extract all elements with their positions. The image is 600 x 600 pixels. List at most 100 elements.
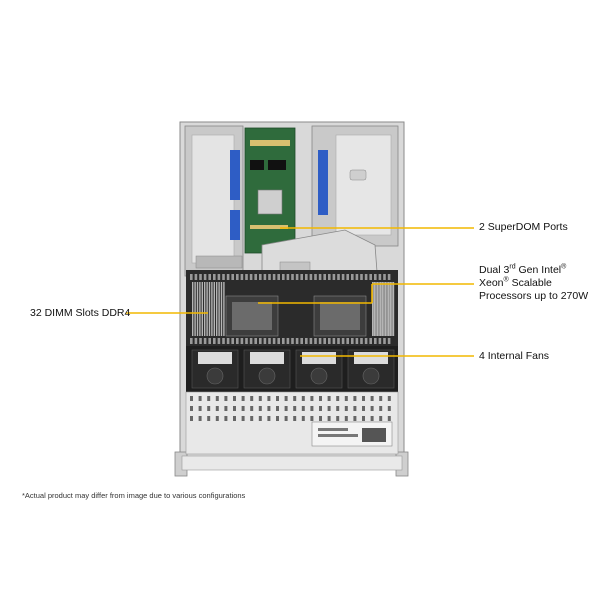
connector-pin — [233, 396, 236, 401]
cpu-line-2: Xeon® Scalable — [479, 276, 552, 290]
cpu-line-1: Dual 3rd Gen Intel® — [479, 263, 567, 277]
connector-pin — [276, 406, 279, 411]
connector-pin — [190, 416, 193, 421]
connector-pin — [258, 416, 262, 421]
connector-pin — [344, 406, 348, 411]
connector-pin — [310, 396, 314, 401]
dimm-slot — [240, 274, 244, 280]
connector-pin — [310, 406, 314, 411]
connector-pin — [224, 396, 228, 401]
connector-pin — [293, 416, 297, 421]
connector-pin — [224, 416, 228, 421]
connector-pin — [301, 416, 305, 421]
dimm-slot — [351, 338, 354, 344]
dimm-slot — [272, 338, 276, 344]
connector-pin — [190, 406, 193, 411]
dimm-slot — [272, 274, 276, 280]
left-riser-cage — [184, 125, 244, 277]
dimm-slot — [323, 274, 326, 280]
dimm-slot — [360, 338, 363, 344]
dimm-slot — [387, 338, 391, 344]
dimm-slot — [323, 338, 326, 344]
dimm-slot — [277, 274, 280, 280]
dimm-slot — [346, 274, 349, 280]
dimm-slot — [236, 274, 239, 280]
connector-pin — [198, 406, 202, 411]
connector-pin — [267, 396, 271, 401]
dimm-slot — [259, 274, 262, 280]
connector-pin — [387, 416, 391, 421]
dimm-module — [206, 282, 208, 336]
dimm-slot — [337, 274, 340, 280]
dimm-slot — [263, 338, 267, 344]
dimm-slot — [378, 274, 382, 280]
dimm-slot — [286, 338, 290, 344]
dimm-module — [376, 282, 379, 336]
dimm-slot — [213, 338, 216, 344]
dimm-slot — [208, 274, 211, 280]
connector-pin — [284, 396, 288, 401]
connector-pin — [276, 396, 279, 401]
dimm-slot — [240, 338, 244, 344]
connector-pin — [215, 416, 219, 421]
dimm-slot — [374, 274, 377, 280]
connector-pin — [301, 396, 305, 401]
connector-pin — [293, 406, 297, 411]
internal-fan — [243, 349, 291, 389]
dimm-slot — [309, 338, 313, 344]
dimm-slot — [369, 338, 372, 344]
dimm-module — [216, 282, 218, 336]
dimm-slot — [203, 274, 207, 280]
dimm-slot — [263, 274, 267, 280]
dimm-slot — [374, 338, 377, 344]
cpu-line-3: Processors up to 270W — [479, 290, 589, 302]
connector-pin — [362, 406, 365, 411]
connector-pin — [258, 396, 262, 401]
dimm-module — [391, 282, 393, 336]
dimm-module — [392, 282, 395, 336]
connector-pin — [241, 406, 245, 411]
dimm-slot — [295, 274, 299, 280]
dimm-slot — [314, 274, 317, 280]
dimm-slot — [222, 338, 225, 344]
dimm-module — [194, 282, 196, 336]
dimm-module — [196, 282, 199, 336]
connector-pin — [284, 416, 288, 421]
connector-pin — [267, 406, 271, 411]
dimm-slot — [341, 274, 345, 280]
connector-pin — [379, 396, 383, 401]
callout-lines — [126, 227, 474, 357]
dimm-module — [208, 282, 211, 336]
connector-pin — [370, 396, 374, 401]
dimm-slot — [199, 274, 202, 280]
dimm-slot — [231, 338, 234, 344]
dimm-slot — [387, 274, 391, 280]
dimm-slot — [286, 274, 290, 280]
connector-pin — [233, 406, 236, 411]
dimm-slot — [328, 274, 331, 280]
dimm-slot — [203, 338, 207, 344]
connector-pin — [284, 406, 288, 411]
drive-bay-area — [185, 391, 399, 455]
dimm-slot — [208, 338, 211, 344]
dimm-module — [199, 282, 201, 336]
connector-pin — [319, 416, 322, 421]
connector-pin — [336, 396, 340, 401]
dimm-slot — [355, 274, 359, 280]
connector-pin — [293, 396, 297, 401]
dimm-slot — [190, 274, 193, 280]
dimm-slot — [199, 338, 202, 344]
dimm-slot — [226, 338, 230, 344]
dimm-module — [384, 282, 387, 336]
dimm-slot — [194, 338, 198, 344]
dimm-slot — [300, 338, 303, 344]
connector-pin — [379, 406, 383, 411]
dimm-module — [201, 282, 203, 336]
dimm-slot — [245, 274, 248, 280]
dimm-slot — [226, 274, 230, 280]
dimm-slot — [309, 274, 313, 280]
connector-pin — [207, 416, 211, 421]
dimm-slot — [346, 338, 349, 344]
connector-pin — [344, 396, 348, 401]
dimm-module — [192, 282, 194, 336]
